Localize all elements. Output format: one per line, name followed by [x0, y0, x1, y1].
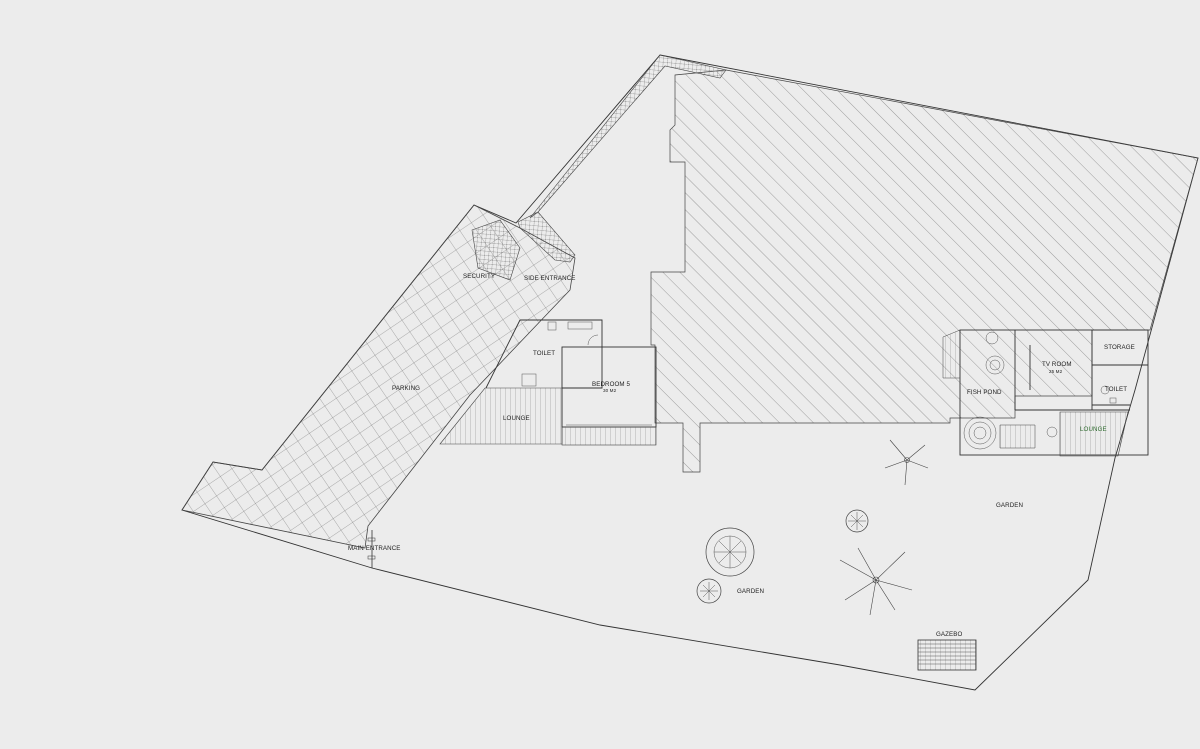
label-fish-pond: FISH POND [967, 389, 1002, 396]
tree-small-center [845, 509, 869, 533]
palm-right [884, 439, 929, 486]
tree-small-left [696, 578, 722, 604]
label-bedroom-area: 30 M2 [603, 388, 617, 393]
label-toilet-right: TOILET [1105, 386, 1127, 393]
label-storage: STORAGE [1104, 344, 1135, 351]
label-garden-right: GARDEN [996, 502, 1023, 509]
label-lounge-left: LOUNGE [503, 415, 530, 422]
main-entrance-gate [367, 530, 376, 568]
label-toilet-left: TOILET [533, 350, 555, 357]
label-side-entrance: SIDE ENTRANCE [524, 275, 576, 282]
label-tv-room: TV ROOM [1042, 361, 1072, 368]
label-main-entrance: MAIN ENTRANCE [348, 545, 401, 552]
label-bedroom: BEDROOM 5 [592, 381, 630, 388]
palm-center [839, 547, 913, 616]
label-lounge-right: LOUNGE [1080, 426, 1107, 433]
label-gazebo: GAZEBO [936, 631, 962, 638]
right-block [942, 329, 1149, 457]
gazebo [917, 639, 977, 671]
toilet-left-room [485, 319, 603, 389]
tree-large [705, 527, 755, 577]
label-parking: PARKING [392, 385, 420, 392]
label-security: SECURITY [463, 273, 495, 280]
parking-area [181, 204, 576, 549]
bedroom-5 [561, 346, 657, 446]
label-tv-room-area: 25 M2 [1049, 369, 1063, 374]
label-garden-left: GARDEN [737, 588, 764, 595]
